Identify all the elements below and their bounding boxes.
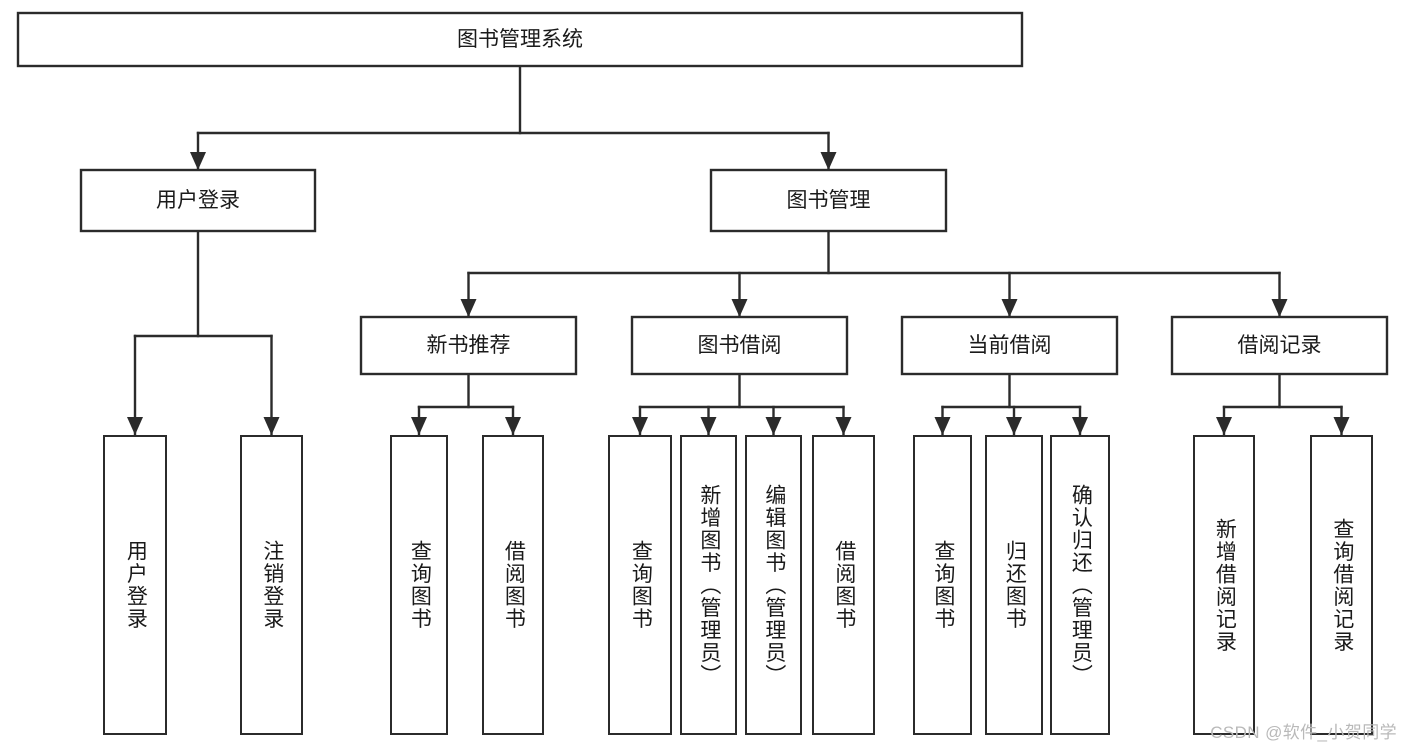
- arrow-head-icon-borrow-record: [1271, 299, 1288, 317]
- node-leaf-return-book[interactable]: 归还图书: [985, 435, 1043, 735]
- node-book-manage[interactable]: 图书管理: [709, 168, 948, 233]
- node-leaf-query-book-bor[interactable]: 查询图书: [608, 435, 672, 735]
- node-label-leaf-borrow-book-bor: 借阅图书: [832, 540, 856, 630]
- arrow-head-icon-leaf-query-book-bor: [632, 417, 648, 435]
- node-box-book-borrow: [630, 315, 849, 376]
- arrow-head-icon-leaf-borrow-book-bor: [835, 417, 852, 435]
- arrow-head-icon-leaf-edit-book: [765, 417, 782, 435]
- edge-group: [127, 64, 1350, 436]
- node-label-leaf-return-book: 归还图书: [1003, 540, 1027, 630]
- arrow-head-icon-leaf-query-record: [1333, 417, 1350, 435]
- node-box-current-borrow: [900, 315, 1119, 376]
- arrow-head-icon-leaf-borrow-book-rec: [505, 417, 521, 435]
- node-leaf-query-book-rec[interactable]: 查询图书: [390, 435, 448, 735]
- arrow-head-icon-leaf-return-book: [1006, 417, 1022, 435]
- arrow-head-icon-leaf-user-login: [127, 417, 143, 435]
- node-label-leaf-logout: 注销登录: [260, 540, 284, 630]
- arrow-head-icon-leaf-add-record: [1216, 417, 1232, 435]
- node-label-user-login: 用户登录: [156, 189, 240, 212]
- node-label-leaf-query-book-rec: 查询图书: [408, 540, 432, 630]
- node-label-leaf-edit-book: 编辑图书（管理员）: [762, 483, 786, 687]
- node-label-book-manage: 图书管理: [787, 189, 871, 212]
- node-box-new-book-rec: [359, 315, 578, 376]
- arrow-head-icon-current-borrow: [1001, 299, 1018, 317]
- node-label-new-book-rec: 新书推荐: [427, 334, 511, 357]
- node-label-leaf-add-record: 新增借阅记录: [1213, 517, 1237, 653]
- node-new-book-rec[interactable]: 新书推荐: [359, 315, 578, 376]
- arrow-head-icon-new-book-rec: [460, 299, 477, 317]
- node-leaf-add-book[interactable]: 新增图书（管理员）: [680, 435, 737, 735]
- node-leaf-borrow-book-rec[interactable]: 借阅图书: [482, 435, 544, 735]
- node-box-root: [16, 11, 1024, 68]
- node-current-borrow[interactable]: 当前借阅: [900, 315, 1119, 376]
- node-label-leaf-query-book-bor: 查询图书: [629, 540, 653, 630]
- arrow-head-icon-leaf-query-book-cur: [934, 417, 951, 435]
- node-label-leaf-confirm-return: 确认归还（管理员）: [1069, 483, 1093, 687]
- node-borrow-record[interactable]: 借阅记录: [1170, 315, 1389, 376]
- node-label-leaf-add-book: 新增图书（管理员）: [697, 483, 721, 687]
- node-user-login[interactable]: 用户登录: [79, 168, 317, 233]
- arrow-head-icon-book-manage: [820, 152, 837, 170]
- node-label-current-borrow: 当前借阅: [968, 334, 1052, 357]
- arrow-head-icon-leaf-confirm-return: [1072, 417, 1088, 435]
- node-leaf-add-record[interactable]: 新增借阅记录: [1193, 435, 1255, 735]
- node-leaf-edit-book[interactable]: 编辑图书（管理员）: [745, 435, 802, 735]
- node-label-leaf-query-record: 查询借阅记录: [1330, 517, 1354, 653]
- node-leaf-logout[interactable]: 注销登录: [240, 435, 303, 735]
- node-label-root: 图书管理系统: [457, 28, 583, 51]
- node-box-book-manage: [709, 168, 948, 233]
- node-leaf-borrow-book-bor[interactable]: 借阅图书: [812, 435, 875, 735]
- node-box-user-login: [79, 168, 317, 233]
- arrow-head-icon-leaf-logout: [263, 417, 280, 435]
- node-leaf-query-record[interactable]: 查询借阅记录: [1310, 435, 1373, 735]
- node-root[interactable]: 图书管理系统: [16, 11, 1024, 68]
- node-label-leaf-user-login: 用户登录: [124, 540, 148, 630]
- node-book-borrow[interactable]: 图书借阅: [630, 315, 849, 376]
- arrow-head-icon-leaf-query-book-rec: [411, 417, 427, 435]
- arrow-head-icon-book-borrow: [731, 299, 748, 317]
- node-leaf-user-login[interactable]: 用户登录: [103, 435, 167, 735]
- node-box-borrow-record: [1170, 315, 1389, 376]
- node-leaf-query-book-cur[interactable]: 查询图书: [913, 435, 972, 735]
- arrow-head-icon-user-login: [190, 152, 206, 170]
- node-label-borrow-record: 借阅记录: [1238, 334, 1322, 357]
- node-label-leaf-borrow-book-rec: 借阅图书: [502, 540, 526, 630]
- node-leaf-confirm-return[interactable]: 确认归还（管理员）: [1050, 435, 1110, 735]
- node-label-book-borrow: 图书借阅: [698, 334, 782, 357]
- arrow-head-icon-leaf-add-book: [700, 417, 717, 435]
- node-label-leaf-query-book-cur: 查询图书: [931, 540, 955, 630]
